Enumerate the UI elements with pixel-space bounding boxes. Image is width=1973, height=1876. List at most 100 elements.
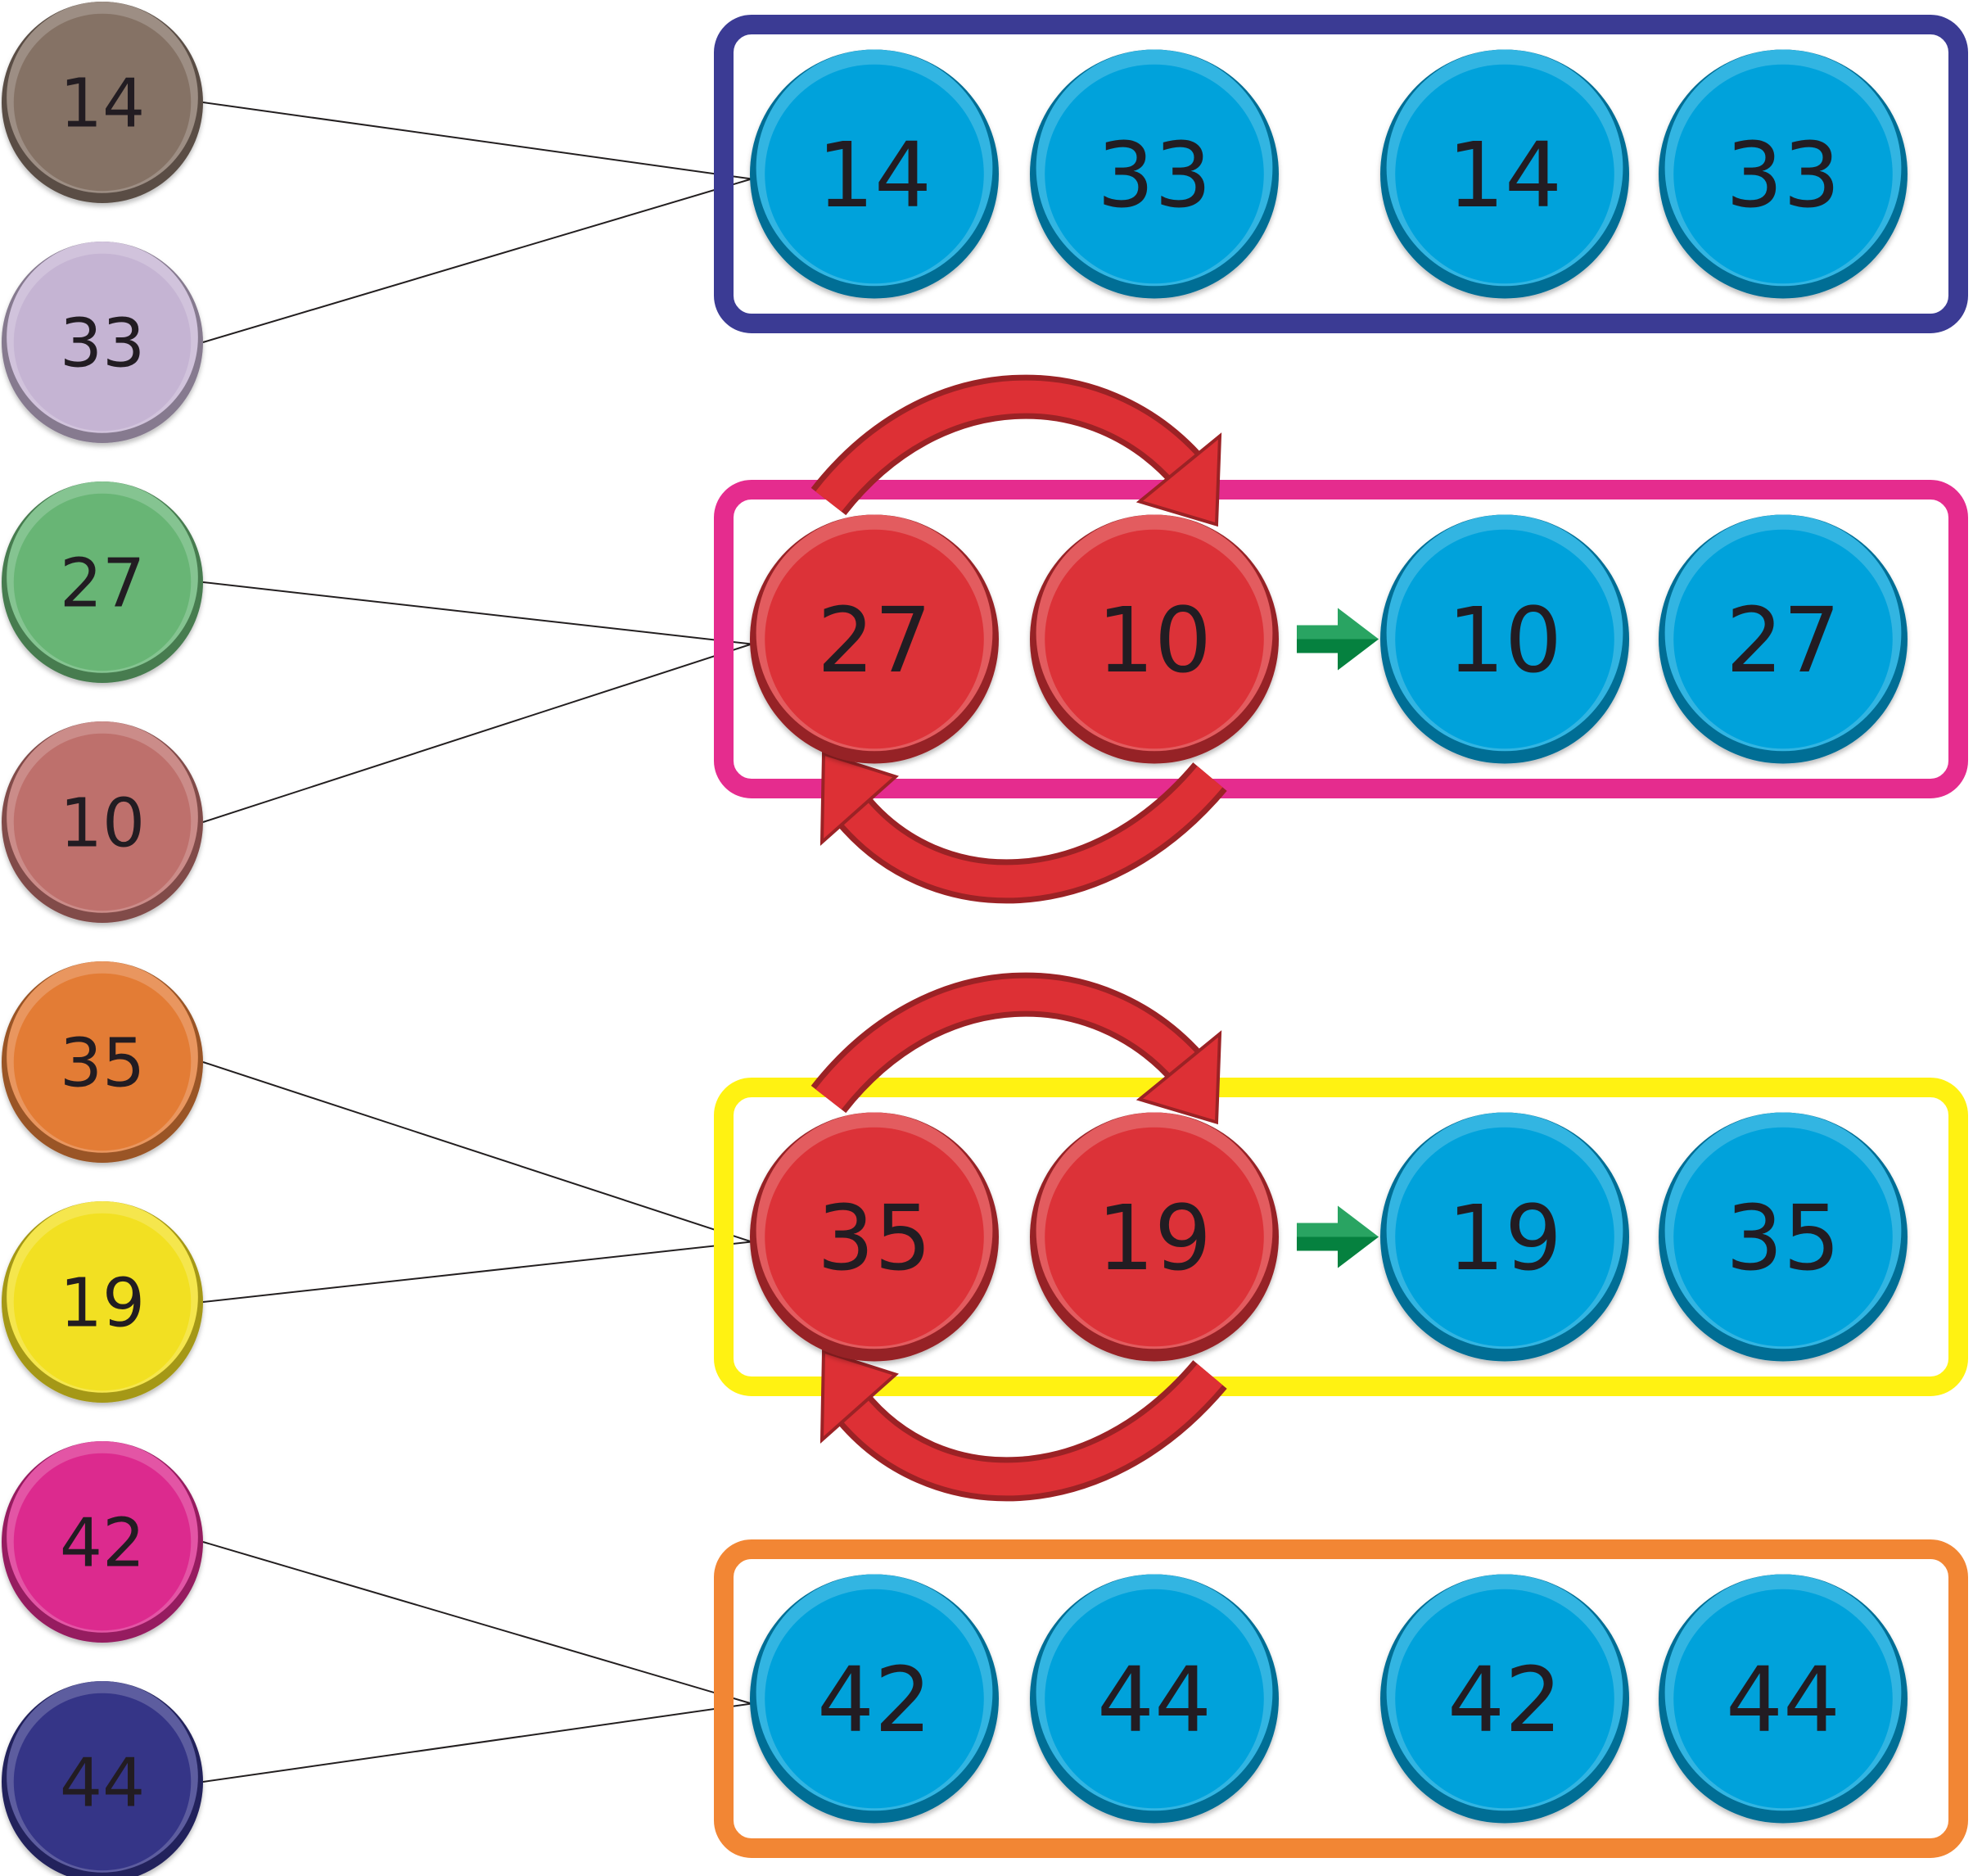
group-2-output-node-27-face (1673, 529, 1893, 749)
group-4-output-node-42-face (1395, 1589, 1614, 1809)
input-node-10-label: 10 (60, 785, 145, 863)
connector-line-33 (202, 178, 752, 343)
group-frame-2 (714, 480, 1968, 798)
input-node-35-label: 35 (60, 1025, 145, 1103)
input-node-27: 27 (2, 481, 203, 683)
input-node-44: 44 (2, 1681, 203, 1876)
group-1-output-node-33: 33 (1659, 49, 1908, 299)
swap-arrow-bottom-body (837, 766, 1223, 898)
group-4-output-node-42-label: 42 (1447, 1648, 1562, 1752)
input-node-19: 19 (2, 1201, 203, 1403)
swap-arrow-top (810, 972, 1222, 1125)
swap-arrow-bottom (819, 1349, 1227, 1502)
input-node-35-face (13, 973, 192, 1151)
input-node-42-label: 42 (60, 1505, 145, 1583)
group-2-output-node-27: 27 (1659, 514, 1908, 764)
swap-arrow-bottom (819, 751, 1227, 904)
group-4-input-node-42-label: 42 (817, 1648, 932, 1752)
group-1-input-node-33: 33 (1030, 49, 1279, 299)
input-node-44-face (13, 1693, 192, 1871)
connector-line-35 (202, 1061, 752, 1243)
nodes-layer: 14 33 27 10 35 19 42 44 14 33 14 33 27 10 10 27 35 19 19 35… (2, 2, 1908, 1876)
swap-arrow-top-body (815, 978, 1202, 1110)
group-frame-3 (714, 1078, 1968, 1396)
group-1-input-node-33-label: 33 (1097, 123, 1212, 228)
group-frame-1 (714, 15, 1968, 333)
group-3-input-node-35: 35 (750, 1112, 999, 1362)
input-node-19-face (13, 1213, 192, 1391)
group-2-input-node-10-face (1045, 529, 1264, 749)
input-node-33-face (13, 253, 192, 432)
group-frames (714, 15, 1968, 1858)
group-3-input-node-19-label: 19 (1097, 1186, 1212, 1291)
swap-arrow-bottom-head (819, 1349, 899, 1444)
group-4-input-node-44: 44 (1030, 1574, 1279, 1824)
input-node-42: 42 (2, 1441, 203, 1643)
input-node-19-label: 19 (60, 1265, 145, 1343)
group-2-input-node-10: 10 (1030, 514, 1279, 764)
group-4-output-node-44-label: 44 (1726, 1648, 1840, 1752)
forward-arrow-highlight (1297, 1205, 1379, 1237)
input-node-42-face (13, 1453, 192, 1631)
group-3-input-node-19-face (1045, 1127, 1264, 1347)
input-node-35: 35 (2, 961, 203, 1163)
input-node-10: 10 (2, 721, 203, 923)
group-3-output-node-35-face (1673, 1127, 1893, 1347)
group-frame-4 (714, 1539, 1968, 1858)
group-1-output-node-14-face (1395, 64, 1614, 284)
group-2-output-node-10-face (1395, 529, 1614, 749)
group-2-output-node-10: 10 (1380, 514, 1629, 764)
group-1-output-node-14-label: 14 (1447, 123, 1562, 228)
group-1-output-node-33-label: 33 (1726, 123, 1840, 228)
group-3-output-node-35-label: 35 (1726, 1186, 1840, 1291)
group-3-input-node-35-label: 35 (817, 1186, 932, 1291)
group-3-output-node-35: 35 (1659, 1112, 1908, 1362)
connector-line-42 (202, 1541, 752, 1705)
input-node-14-label: 14 (60, 66, 145, 143)
connector-line-10 (202, 643, 752, 823)
input-node-10-face (13, 733, 192, 911)
swap-arrow-bottom-head (819, 751, 899, 847)
input-node-27-face (13, 493, 192, 671)
connector-line-27 (202, 581, 752, 645)
swap-arrow-top (810, 374, 1222, 527)
forward-arrow (1297, 1205, 1379, 1268)
input-node-14-face (13, 13, 192, 192)
swap-arrow-bottom-body (837, 1363, 1223, 1496)
group-3-output-node-19-face (1395, 1127, 1614, 1347)
group-4-input-node-44-label: 44 (1097, 1648, 1212, 1752)
group-4-output-node-44: 44 (1659, 1574, 1908, 1824)
connector-lines (202, 102, 752, 1783)
input-node-33-label: 33 (60, 305, 145, 383)
group-4-input-node-44-face (1045, 1589, 1264, 1809)
group-2-input-node-27-face (765, 529, 984, 749)
group-2-input-node-27: 27 (750, 514, 999, 764)
group-1-output-node-33-face (1673, 64, 1893, 284)
swap-arrow-top-head (1135, 1030, 1222, 1125)
forward-arrow-shade (1297, 639, 1379, 671)
group-2-output-node-27-label: 27 (1726, 588, 1840, 693)
connector-line-44 (202, 1702, 752, 1783)
group-4-output-node-42: 42 (1380, 1574, 1629, 1824)
group-4-output-node-44-face (1673, 1589, 1893, 1809)
forward-arrow-shade (1297, 1236, 1379, 1268)
group-3-output-node-19-label: 19 (1447, 1186, 1562, 1291)
group-3-output-node-19: 19 (1380, 1112, 1629, 1362)
forward-arrow (1297, 608, 1379, 671)
forward-arrow-highlight (1297, 608, 1379, 640)
connector-line-14 (202, 102, 752, 180)
swap-arrow-top-head (1135, 432, 1222, 527)
input-node-33: 33 (2, 242, 203, 443)
group-3-input-node-35-face (765, 1127, 984, 1347)
group-2-input-node-10-label: 10 (1097, 588, 1212, 693)
group-4-input-node-42-face (765, 1589, 984, 1809)
swap-arrow-top-body (815, 380, 1202, 512)
group-2-output-node-10-label: 10 (1447, 588, 1562, 693)
group-3-input-node-19: 19 (1030, 1112, 1279, 1362)
group-4-input-node-42: 42 (750, 1574, 999, 1824)
group-1-input-node-14-label: 14 (817, 123, 932, 228)
group-1-input-node-14-face (765, 64, 984, 284)
swap-arrows (810, 374, 1379, 1502)
group-1-input-node-14: 14 (750, 49, 999, 299)
